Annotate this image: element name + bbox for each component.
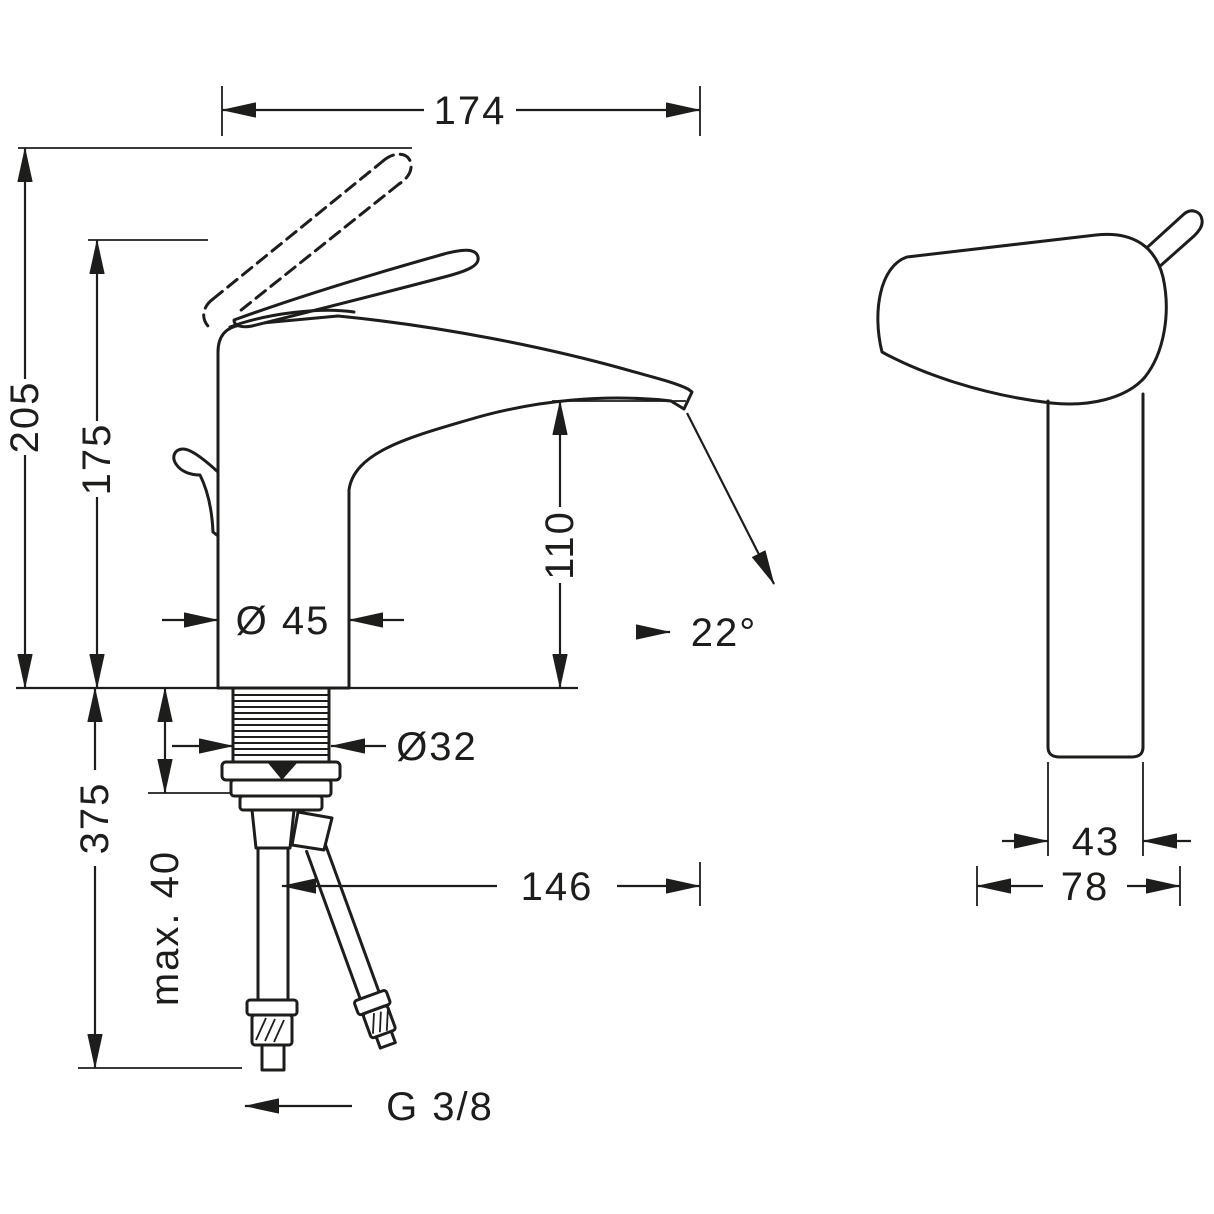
side-body-top [876,232,1168,406]
dim-body-depth: 43 [1002,762,1191,864]
front-view: 174 205 175 110 Ø 45 [3,86,775,1129]
hose-fitting [290,810,334,852]
supply-hose-angled [305,843,397,1050]
dim-below-deck: 375 [73,686,242,1070]
pop-up-rod-lever [172,447,220,538]
dim-spout-reach: 146 [280,862,702,909]
supply-pipe-straight [245,846,299,1072]
dim-shank-diameter-label: Ø32 [396,725,478,769]
dim-handle-height: 175 [75,238,208,690]
dim-total-depth: 78 [975,865,1182,909]
dim-spout-angle: 22° [635,412,775,655]
dim-spout-reach-label: 146 [521,865,594,909]
dim-total-depth-label: 78 [1061,865,1110,909]
handle-base-seam [228,308,356,329]
dim-shank-diameter: Ø32 [172,725,478,769]
straight-pipe-fitting [250,808,296,850]
faucet-handle [232,248,480,329]
handle-open-position-dashed [202,152,413,331]
dim-max-deck-thickness-label: max. 40 [143,850,187,1006]
dim-overall-height-label: 205 [3,381,47,454]
mounting-shank-threads [231,686,331,764]
dim-outlet-height: 110 [538,399,686,690]
dim-supply-thread: G 3/8 [243,1085,494,1129]
dim-supply-thread-label: G 3/8 [386,1085,494,1129]
dim-overall-width: 174 [220,86,702,136]
dim-body-depth-label: 43 [1072,820,1121,864]
dim-overall-height: 205 [3,146,412,690]
side-view: 43 78 [876,209,1204,909]
side-base-column [1046,392,1145,759]
dim-handle-height-label: 175 [75,423,119,496]
dim-overall-width-label: 174 [434,89,507,133]
mounting-hardware [220,760,342,852]
dim-below-deck-label: 375 [73,782,117,855]
dim-max-deck-thickness: max. 40 [143,686,230,1006]
drain-rod-marker [268,763,297,780]
faucet-body [216,314,694,690]
dim-spout-angle-label: 22° [691,611,758,655]
dim-base-diameter: Ø 45 [162,599,404,643]
dim-base-diameter-label: Ø 45 [236,599,331,643]
dim-outlet-height-label: 110 [538,510,582,580]
